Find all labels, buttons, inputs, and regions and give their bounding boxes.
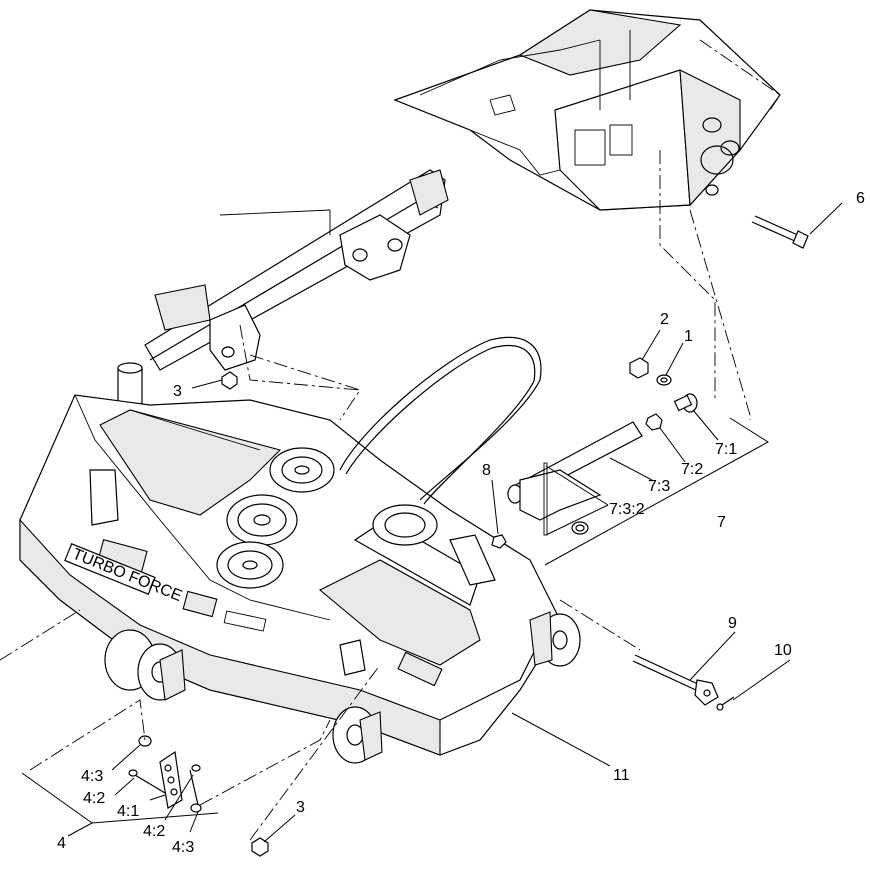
- nut-part-4-3-upper: [138, 735, 152, 747]
- bolt-part-6: [751, 215, 809, 249]
- callout-10: 10: [774, 642, 792, 659]
- callout-labels: 1 2 3 3 4 4:1 4:2 4:2 4:3 4:3 6 7 7:1 7:…: [57, 190, 865, 856]
- pulley-center: [269, 447, 335, 493]
- bolt-part-4-2-right: [189, 764, 201, 806]
- callout-8: 8: [482, 462, 491, 479]
- pulley-lower: [216, 541, 284, 589]
- callout-1: 1: [684, 328, 693, 345]
- callout-11: 11: [613, 767, 630, 784]
- nut-part-4-3-lower: [190, 803, 202, 813]
- callout-box-7-3-2: [543, 462, 548, 536]
- callout-6: 6: [856, 190, 865, 207]
- callout-3-upper: 3: [173, 383, 182, 400]
- leader-lines: [21, 202, 843, 843]
- lift-arm-assembly: [144, 169, 449, 421]
- bolt-part-4-2-left: [128, 769, 166, 794]
- callout-4-2-right: 4:2: [143, 823, 165, 840]
- pulley-right: [372, 504, 438, 546]
- callout-4-1: 4:1: [117, 803, 139, 820]
- cotter-part-10: [716, 696, 735, 711]
- nut-part-7-2: [645, 413, 663, 431]
- decal-mid: [182, 590, 218, 618]
- wheel-right: [529, 611, 581, 667]
- callout-4-3-upper: 4:3: [81, 768, 103, 785]
- callout-7-1: 7:1: [715, 441, 737, 458]
- washer-part-1: [656, 374, 672, 386]
- callout-4-3-lower: 4:3: [172, 839, 194, 856]
- rod-part-7-3: [507, 421, 643, 535]
- decal-right: [397, 651, 443, 687]
- callout-2: 2: [660, 311, 669, 328]
- chain-part-4-1: [159, 750, 183, 809]
- callout-7-3: 7:3: [648, 478, 670, 495]
- callout-4-2-left: 4:2: [83, 790, 105, 807]
- rod-end-part-7-1: [673, 393, 698, 413]
- callout-7: 7: [717, 514, 726, 531]
- callout-7-3-2: 7:3:2: [609, 501, 645, 518]
- nut-part-3-lower: [251, 837, 269, 857]
- wheel-center: [332, 706, 383, 764]
- nut-part-8: [491, 534, 507, 549]
- mower-deck: TURBO FORCE: [19, 336, 561, 756]
- phantom-lines: [0, 150, 751, 841]
- decal-brand: [64, 543, 156, 595]
- nut-part-3-upper: [221, 371, 238, 390]
- pulley-left: [226, 494, 298, 546]
- callout-3-lower: 3: [296, 799, 305, 816]
- wheel-left: [104, 629, 186, 701]
- callout-4: 4: [57, 835, 66, 852]
- nut-part-2: [629, 357, 649, 379]
- callout-7-2: 7:2: [681, 461, 703, 478]
- pin-part-9: [632, 654, 719, 706]
- callout-9: 9: [728, 615, 737, 632]
- tractor-frame: [393, 9, 781, 211]
